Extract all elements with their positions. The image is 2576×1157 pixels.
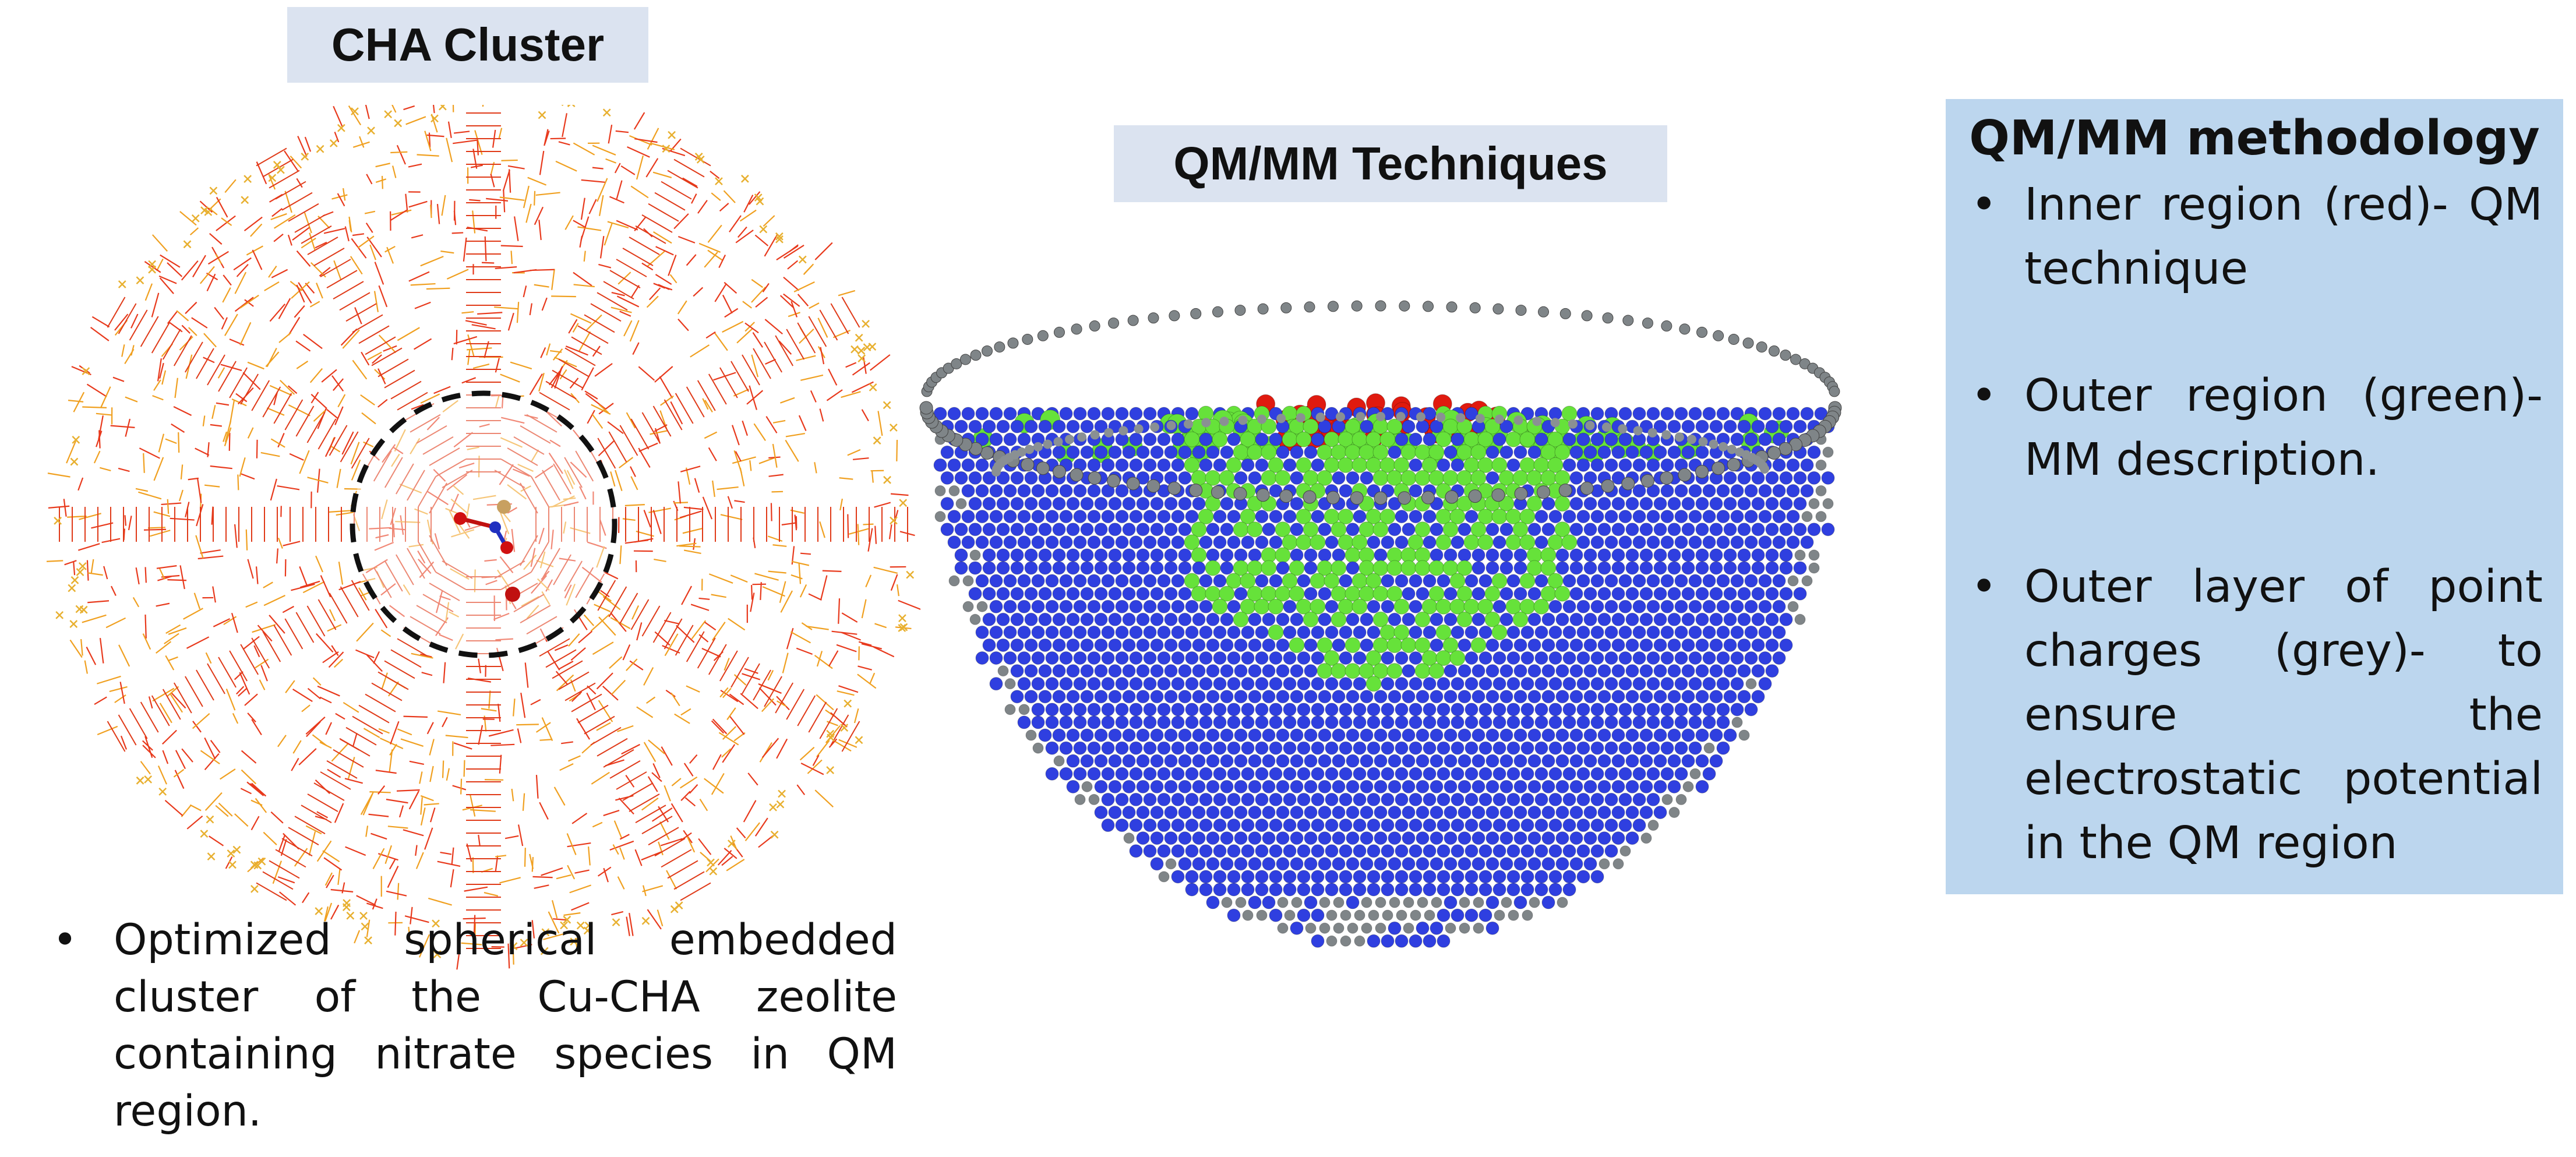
- hemisphere-spheres: [933, 393, 1835, 948]
- methodology-heading: QM/MM methodology: [1969, 111, 2540, 166]
- nitrate-species: [454, 500, 520, 602]
- methodology-list: Inner region (red)- QM technique Outer r…: [1966, 173, 2543, 876]
- cha-cluster-title: CHA Cluster: [287, 7, 648, 83]
- methodology-panel: QM/MM methodology Inner region (red)- QM…: [1946, 99, 2563, 894]
- qmmm-hemisphere-image: [919, 300, 1842, 948]
- methodology-item-inner-region: Inner region (red)- QM technique: [1966, 173, 2543, 301]
- qmmm-techniques-title: QM/MM Techniques: [1114, 125, 1667, 202]
- caption-item: Optimized spherical embedded cluster of …: [35, 912, 897, 1140]
- framework-wireframe: [47, 105, 920, 970]
- point-charge-rim: [919, 300, 1842, 505]
- methodology-item-outer-region: Outer region (green)- MM description.: [1966, 364, 2543, 492]
- methodology-item-point-charges: Outer layer of point charges (grey)- to …: [1966, 555, 2543, 876]
- cha-cluster-caption: Optimized spherical embedded cluster of …: [35, 912, 897, 1140]
- framework-spokes: [59, 112, 908, 949]
- cha-cluster-image: [47, 105, 920, 970]
